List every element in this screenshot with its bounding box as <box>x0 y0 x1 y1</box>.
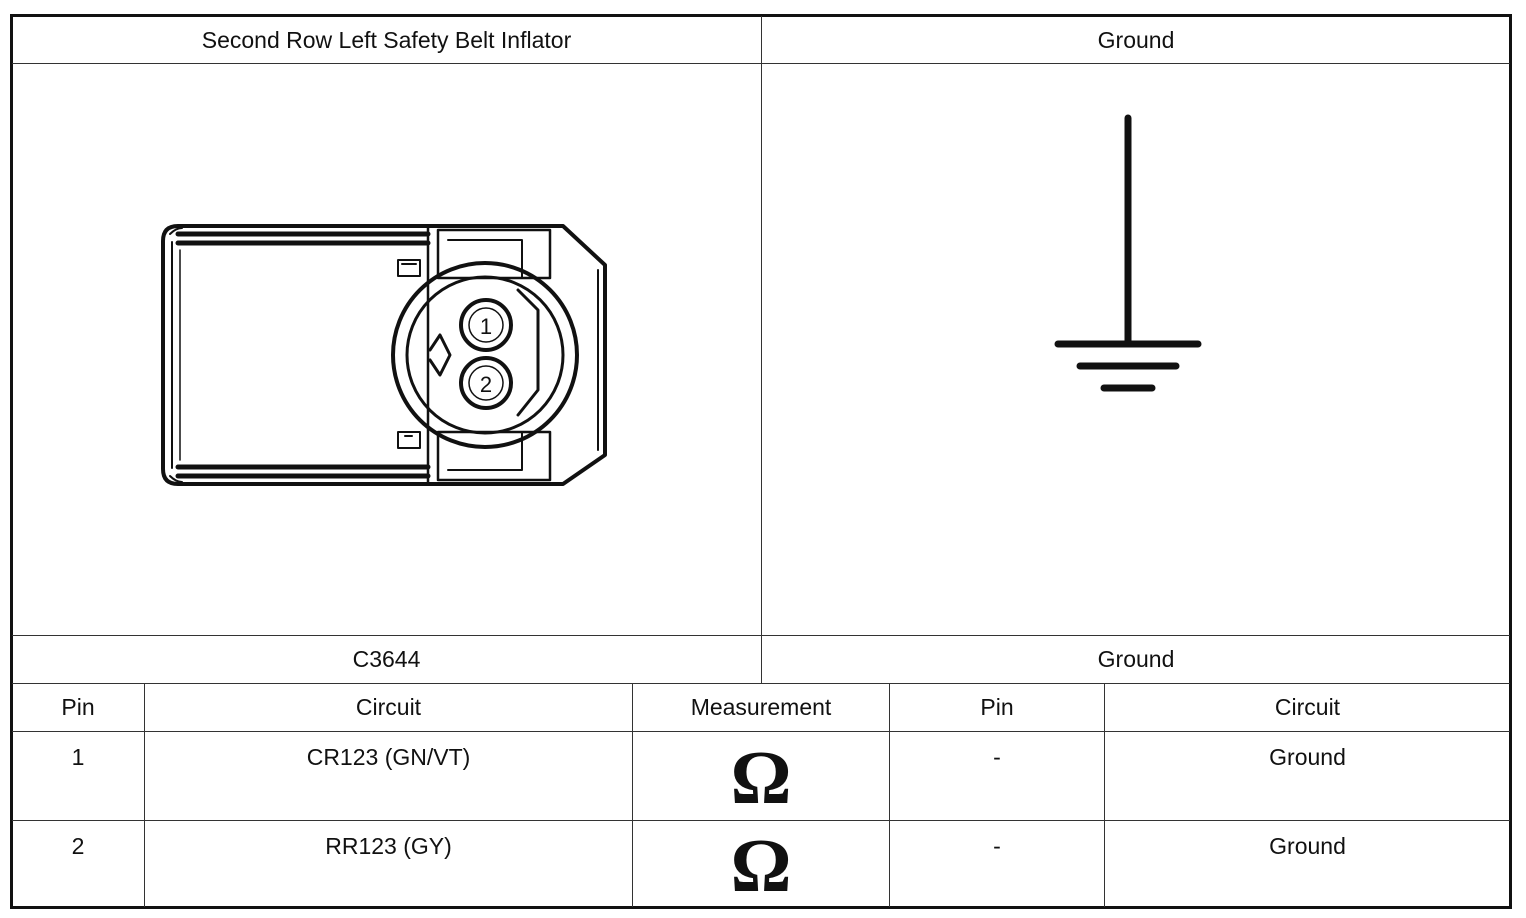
divider <box>12 731 1510 732</box>
left-component-title: Second Row Left Safety Belt Inflator <box>201 26 572 53</box>
row-1-pin-2: - <box>993 744 1001 770</box>
header-pin: Pin <box>61 694 95 720</box>
divider <box>632 683 633 907</box>
divider <box>144 683 145 907</box>
header-circuit-2: Circuit <box>1274 694 1341 720</box>
connector-chart-frame <box>10 14 1512 909</box>
header-pin-2: Pin <box>980 694 1014 720</box>
ground-connector-label: Ground <box>1097 646 1175 672</box>
pin-2-label: 2 <box>480 372 492 397</box>
right-component-title: Ground <box>1097 26 1175 53</box>
ground-icon <box>1054 114 1202 392</box>
divider <box>889 683 890 907</box>
divider <box>1104 683 1105 907</box>
connector-face-diagram: 1 2 <box>161 224 607 486</box>
row-1-circuit: CR123 (GN/VT) <box>306 744 471 770</box>
row-1-circuit-2: Ground <box>1269 744 1346 770</box>
divider <box>761 16 762 684</box>
row-2-circuit-2: Ground <box>1269 833 1346 859</box>
row-1-pin: 1 <box>71 744 85 770</box>
connector-id: C3644 <box>352 646 421 672</box>
header-measurement: Measurement <box>690 694 832 720</box>
row-2-pin-2: - <box>993 833 1001 859</box>
divider <box>12 820 1510 821</box>
row-1-ohm-icon: Ω <box>730 735 792 820</box>
row-2-pin: 2 <box>71 833 85 859</box>
row-2-circuit: RR123 (GY) <box>325 833 452 859</box>
row-2-ohm-icon: Ω <box>730 823 792 908</box>
pin-1-label: 1 <box>480 314 492 339</box>
header-circuit: Circuit <box>355 694 422 720</box>
